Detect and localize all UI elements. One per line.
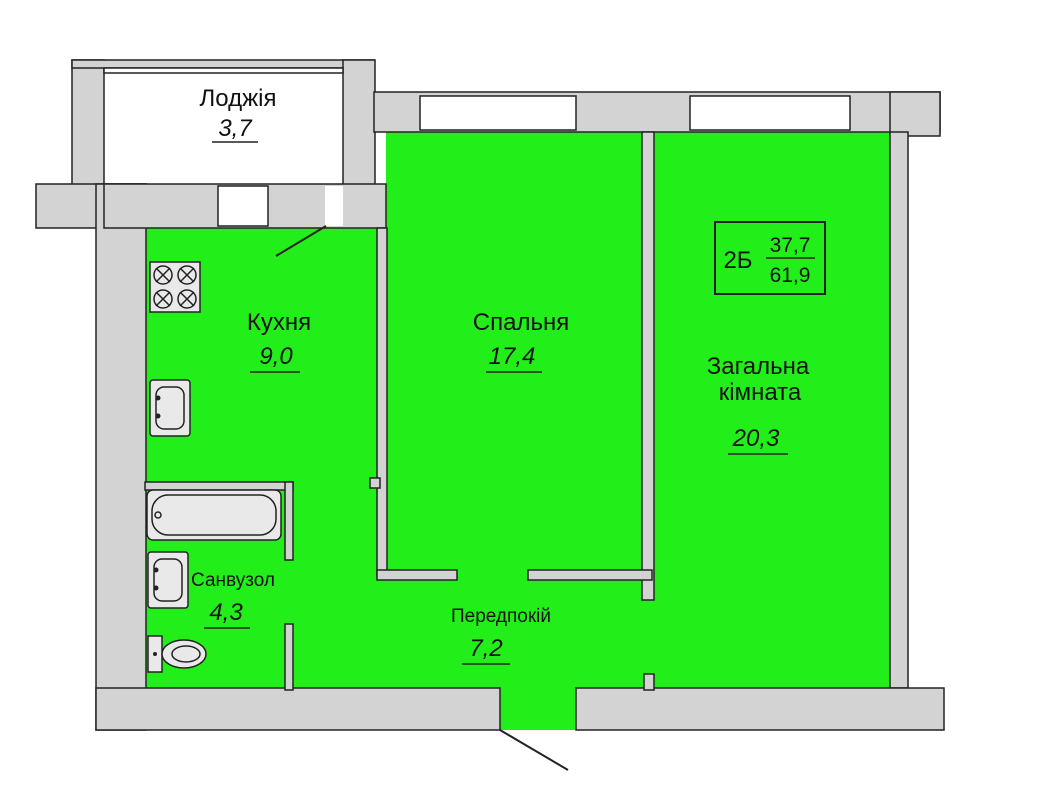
loggia-window [103,67,344,74]
bedroom-area: 17,4 [489,343,536,370]
window-living [689,95,851,131]
label-living: Загальна кімната 20,3 [707,353,810,455]
apartment-badge: 2Б 37,7 61,9 [714,221,826,295]
loggia-wall-right [342,59,376,189]
loggia-wall-left [71,59,105,189]
label-loggia: Лоджія 3,7 [200,85,277,143]
bathroom-area: 4,3 [209,599,243,626]
toilet-icon [147,635,207,673]
wall-bottom-left [95,687,501,731]
bedroom-name: Спальня [473,309,569,336]
floor-entrance [500,686,575,730]
living-name-line1: Загальна [707,353,810,380]
loggia-area: 3,7 [218,115,253,142]
bathroom-name: Санвузол [191,570,275,591]
kitchen-window [217,185,269,227]
balcony-door-opening [325,186,343,226]
wall-bath-right-upper [284,481,294,561]
walls [35,59,945,731]
entrance-door-swing [499,729,569,771]
hallway-area: 7,2 [469,635,502,662]
badge-type: 2Б [723,247,752,274]
outer-wall-left [95,183,147,731]
wall-kitchen-bedroom [376,227,388,577]
floor-living [642,132,890,688]
wall-bath-top [144,481,294,491]
hallway-name: Передпокій [451,606,551,627]
bathtub-icon [146,489,282,541]
badge-total-area: 61,9 [770,264,811,287]
kitchen-area: 9,0 [259,343,293,370]
kitchen-name: Кухня [247,309,311,336]
label-kitchen: Кухня 9,0 [247,309,311,373]
wall-bottom-right [575,687,945,731]
wall-bedroom-bottom-right [527,569,653,581]
label-bedroom: Спальня 17,4 [473,309,569,373]
wall-bedroom-bottom-left [376,569,458,581]
living-name-line2: кімната [719,379,802,406]
floor-bedroom [386,132,642,688]
badge-living-area: 37,7 [770,234,811,257]
loggia-name: Лоджія [200,85,277,112]
wall-hall-stub [369,477,381,489]
window-bedroom [419,95,577,131]
kitchen-sink-icon [149,379,191,437]
balcony-door-swing [275,225,327,257]
outer-wall-right [889,131,909,689]
badge-frame [714,221,826,295]
loggia-wall-top [71,59,375,69]
label-bathroom: Санвузол 4,3 [191,570,275,629]
wall-bath-right-lower [284,623,294,691]
floor-areas [145,132,890,730]
stove-icon [149,261,201,313]
wall-top-right-stub [889,91,941,137]
wall-living-stub [643,673,655,691]
bathroom-sink-icon [147,551,189,609]
label-hallway: Передпокій 7,2 [451,606,551,665]
wall-bedroom-living [641,131,655,601]
living-area: 20,3 [732,425,780,452]
